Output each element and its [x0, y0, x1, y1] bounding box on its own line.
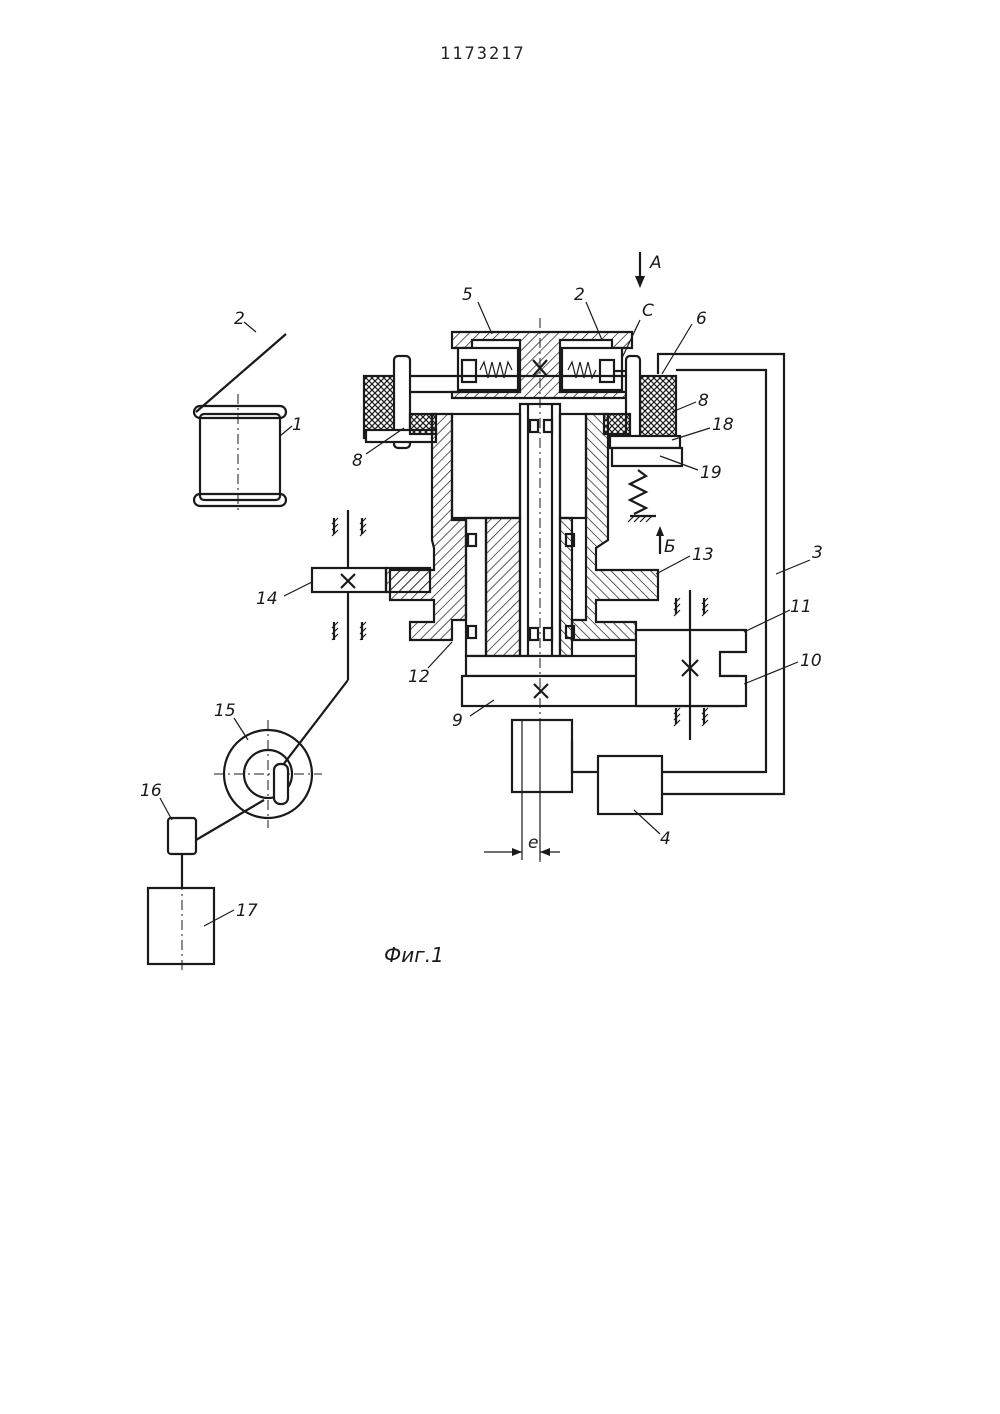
- arrow-a: [635, 252, 645, 288]
- label-9: 9: [452, 711, 463, 731]
- label-12: 12: [408, 667, 430, 687]
- label-8-left: 8: [352, 451, 363, 471]
- label-a: A: [649, 253, 662, 273]
- label-11: 11: [790, 597, 812, 617]
- label-4: 4: [660, 829, 671, 849]
- label-8-right: 8: [698, 391, 709, 411]
- cam-mechanism: [148, 510, 430, 970]
- rotor-head: [452, 332, 632, 398]
- label-5: 5: [462, 285, 473, 305]
- label-c: C: [642, 301, 654, 321]
- label-14: 14: [256, 589, 278, 609]
- label-18: 18: [712, 415, 734, 435]
- label-16: 16: [140, 781, 162, 801]
- label-e: e: [528, 833, 538, 853]
- bobbin: [194, 334, 286, 512]
- label-3: 3: [812, 543, 823, 563]
- label-b: Б: [664, 537, 676, 557]
- label-13: 13: [692, 545, 714, 565]
- label-19: 19: [700, 463, 722, 483]
- figure-caption: Фиг.1: [384, 943, 444, 967]
- label-15: 15: [214, 701, 236, 721]
- label-1: 1: [292, 415, 303, 435]
- label-10: 10: [800, 651, 822, 671]
- label-17: 17: [236, 901, 258, 921]
- label-2-right: 2: [574, 285, 585, 305]
- label-2-left: 2: [234, 309, 245, 329]
- label-6: 6: [696, 309, 707, 329]
